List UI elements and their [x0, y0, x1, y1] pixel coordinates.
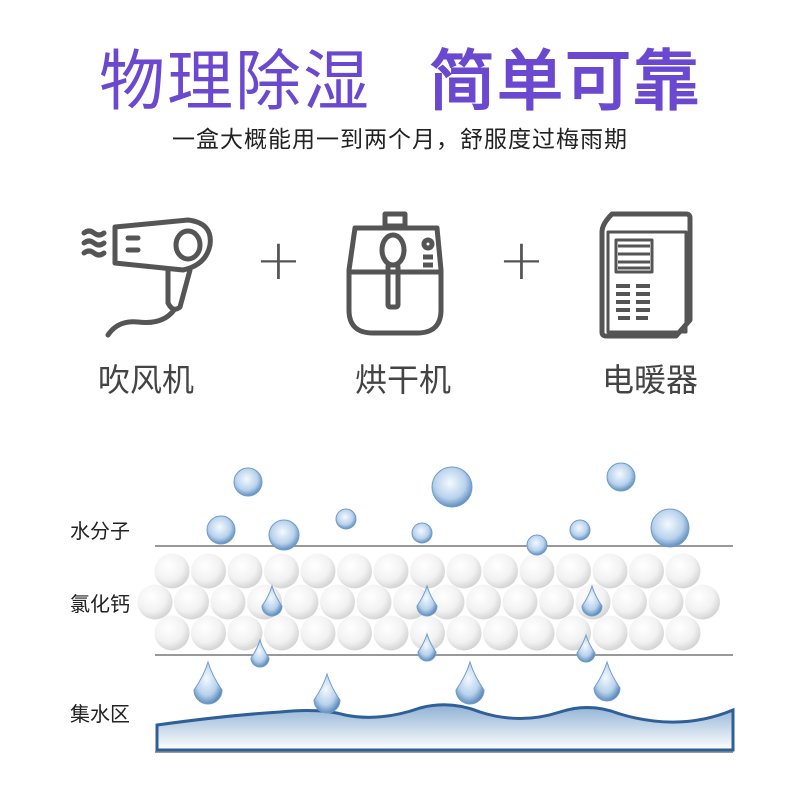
calcium-chloride-particle — [300, 615, 336, 651]
calcium-chloride-particle — [154, 615, 190, 651]
water-surface — [155, 703, 735, 752]
electric-heater-icon — [599, 211, 693, 339]
calcium-chloride-particle — [519, 553, 555, 589]
calcium-chloride-particle — [191, 615, 226, 651]
water-molecule — [233, 467, 263, 497]
calcium-chloride-particle — [137, 584, 173, 620]
label-dryer: 烘干机 — [355, 361, 452, 399]
calcium-chloride-particle — [519, 615, 555, 651]
calcium-chloride-particle — [300, 553, 336, 589]
calcium-chloride-particle — [174, 584, 209, 620]
calcium-chloride-particle — [227, 615, 263, 651]
calcium-chloride-particle — [373, 615, 409, 651]
calcium-chloride-particle — [665, 615, 701, 651]
water-molecule — [335, 508, 357, 530]
calcium-chloride-particle — [264, 553, 299, 589]
calcium-chloride-particle — [446, 615, 482, 651]
water-drop — [576, 633, 596, 663]
calcium-chloride-particle — [483, 615, 518, 651]
water-drop — [581, 584, 603, 617]
page-title: 物理除湿简单可靠 — [0, 28, 800, 124]
calcium-chloride-particle — [320, 584, 355, 620]
calcium-chloride-particle — [410, 553, 445, 589]
calcium-chloride-particle — [337, 553, 372, 589]
water-drop — [261, 584, 283, 617]
calcium-chloride-particle — [648, 584, 684, 620]
water-molecule — [650, 508, 690, 548]
calcium-chloride-particle — [227, 553, 263, 589]
calcium-chloride-particle — [592, 553, 628, 589]
air-fryer-dryer-icon — [346, 211, 444, 336]
water-molecule — [206, 515, 236, 545]
calcium-chloride-particle — [629, 615, 664, 651]
label-heater: 电暖器 — [602, 361, 699, 399]
water-molecule — [431, 466, 473, 508]
calcium-chloride-particle — [154, 553, 190, 589]
plus-sign-1: + — [255, 228, 302, 293]
calcium-chloride-particle — [429, 584, 465, 620]
water-molecule — [526, 534, 548, 556]
water-drop — [416, 584, 438, 617]
calcium-chloride-particle — [410, 615, 445, 651]
calcium-chloride-particle — [665, 553, 701, 589]
calcium-chloride-particle — [264, 615, 299, 651]
label-calcium-chloride: 氯化钙 — [70, 592, 130, 616]
label-hair-dryer: 吹风机 — [98, 361, 195, 399]
water-molecule — [606, 462, 636, 492]
label-water-collection: 集水区 — [70, 702, 130, 726]
calcium-chloride-particle — [466, 584, 501, 620]
water-molecule — [411, 522, 433, 544]
calcium-chloride-particle — [337, 615, 372, 651]
water-molecule — [569, 519, 591, 541]
water-drop — [193, 660, 223, 705]
calcium-chloride-particle — [629, 553, 664, 589]
title-part-2: 简单可靠 — [429, 43, 701, 120]
calcium-chloride-particle — [612, 584, 647, 620]
water-drop — [417, 632, 437, 662]
calcium-chloride-particle — [356, 584, 392, 620]
water-molecule — [268, 519, 300, 551]
water-drop — [250, 638, 270, 668]
calcium-chloride-particle — [556, 553, 591, 589]
calcium-chloride-particle — [502, 584, 538, 620]
label-water-molecules: 水分子 — [70, 519, 130, 543]
hair-dryer-icon — [81, 217, 213, 338]
calcium-chloride-particle — [446, 553, 482, 589]
calcium-chloride-particle — [210, 584, 246, 620]
calcium-chloride-particle — [592, 615, 628, 651]
calcium-chloride-particle — [283, 584, 319, 620]
water-drop — [455, 660, 485, 705]
calcium-chloride-particle — [483, 553, 518, 589]
calcium-chloride-particle — [373, 553, 409, 589]
water-drop — [313, 672, 341, 714]
calcium-chloride-particle — [539, 584, 574, 620]
calcium-chloride-particle — [191, 553, 226, 589]
water-drop — [593, 660, 621, 702]
subtitle: 一盒大概能用一到两个月，舒服度过梅雨期 — [172, 127, 628, 153]
title-part-1: 物理除湿 — [99, 43, 371, 120]
calcium-chloride-particle — [556, 615, 591, 651]
calcium-chloride-particle — [685, 584, 720, 620]
plus-sign-2: + — [498, 228, 545, 293]
